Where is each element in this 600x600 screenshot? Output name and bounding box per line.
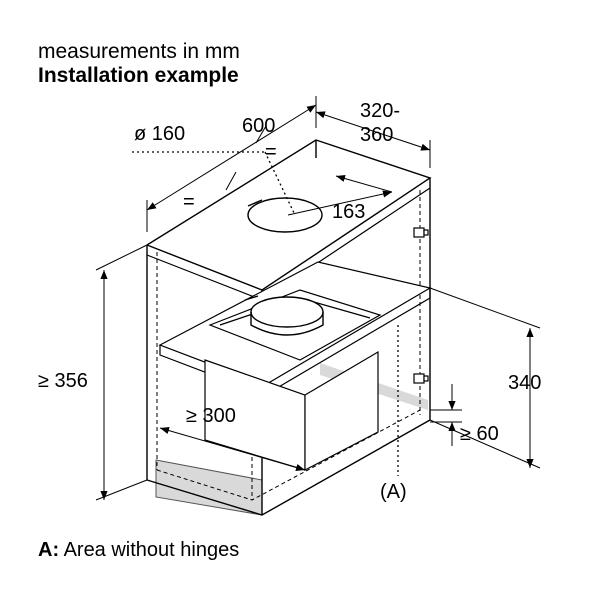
legend-text: Area without hinges [63, 539, 240, 561]
legend-key: A: [38, 539, 60, 561]
equal-label-left: = [183, 191, 195, 213]
diameter-label: ø 160 [134, 123, 185, 145]
equal-label-top: = [265, 141, 277, 163]
height-min-label: ≥ 356 [38, 370, 88, 392]
depth-label-line2: 360 [360, 124, 393, 146]
width-label: 600 [242, 115, 275, 137]
gap-min-label: ≥ 60 [460, 423, 499, 445]
shelf-height-label: 340 [508, 372, 541, 394]
legend: A: Area without hinges [38, 539, 239, 562]
inner-width-label: ≥ 300 [186, 405, 236, 427]
units-note: measurements in mm [38, 40, 240, 63]
hinge-icons [413, 227, 429, 384]
diagram-title: Installation example [38, 64, 239, 87]
area-marker-label: (A) [380, 481, 407, 503]
offset-label: 163 [332, 201, 365, 223]
dimension-lines [95, 96, 541, 501]
leader-lines [132, 151, 399, 476]
depth-label-line1: 320- [360, 100, 400, 122]
